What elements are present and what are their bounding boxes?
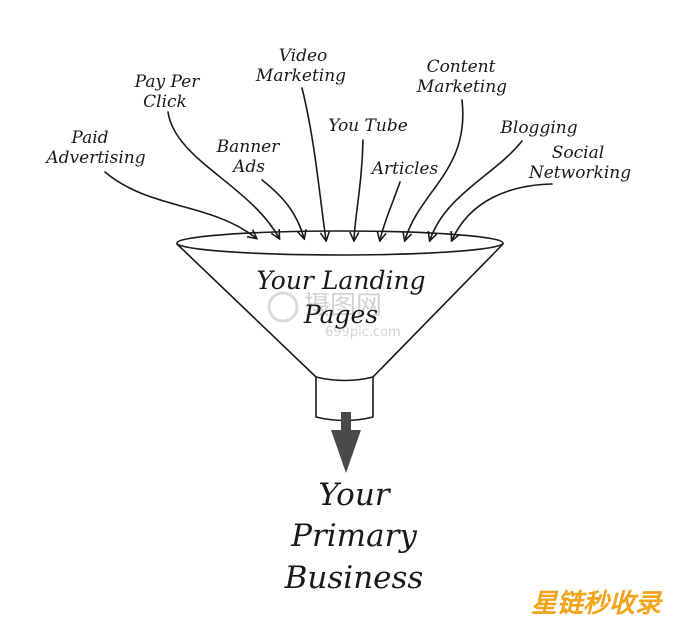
- watermark-subtext: 699pic.com: [325, 325, 401, 340]
- result-label-line1: Your: [318, 477, 391, 513]
- connector-arrow-content-marketing: [405, 99, 464, 240]
- result-label-line2: Primary: [290, 518, 417, 554]
- source-label-line: Click: [143, 92, 187, 112]
- funnel-body: [176, 243, 504, 378]
- source-label-paid-advertising: Paid Advertising: [44, 128, 145, 168]
- source-label-line: You Tube: [328, 116, 408, 136]
- source-label-line: Networking: [528, 163, 631, 183]
- result-label: Your Primary Business: [284, 477, 424, 596]
- source-label-line: Social: [552, 143, 604, 163]
- source-label-line: Content: [427, 57, 496, 77]
- corner-logo-text: 星链秒收录: [531, 589, 664, 619]
- source-label-line: Video: [279, 46, 328, 66]
- source-label-banner-ads: Banner Ads: [216, 137, 281, 177]
- source-label-line: Paid: [70, 128, 108, 148]
- connector-arrow-video-marketing: [301, 87, 326, 240]
- funnel-rim: [176, 230, 504, 256]
- connector-arrow-articles: [380, 181, 401, 240]
- source-label-you-tube: You Tube: [328, 116, 408, 136]
- connector-arrow-banner-ads: [261, 179, 304, 238]
- watermark: 摄图网 699pic.com: [267, 291, 401, 340]
- funnel-label: Your Landing Pages: [256, 266, 425, 329]
- source-label-line: Marketing: [255, 66, 346, 86]
- result-label-line3: Business: [284, 560, 424, 596]
- source-label-articles: Articles: [370, 159, 439, 179]
- source-label-line: Banner: [216, 137, 281, 157]
- source-label-line: Marketing: [416, 77, 507, 97]
- funnel-label-line1: Your Landing: [256, 266, 425, 295]
- source-label-content-marketing: Content Marketing: [416, 57, 507, 97]
- connector-arrow-you-tube: [354, 139, 364, 240]
- connector-arrow-pay-per-click: [167, 111, 279, 238]
- connector-arrow-blogging: [430, 140, 523, 240]
- source-label-video-marketing: Video Marketing: [255, 46, 346, 86]
- connector-arrows: [104, 87, 553, 240]
- funnel-label-line2: Pages: [303, 300, 378, 329]
- source-label-line: Advertising: [44, 148, 145, 168]
- corner-logo: 星链秒收录: [531, 589, 664, 619]
- connector-arrow-paid-advertising: [104, 171, 256, 238]
- source-label-line: Blogging: [499, 118, 577, 138]
- source-label-blogging: Blogging: [499, 118, 577, 138]
- down-arrow-icon: [331, 412, 361, 473]
- source-label-line: Articles: [370, 159, 439, 179]
- connector-arrow-social-networking: [452, 183, 553, 240]
- source-label-pay-per-click: Pay Per Click: [134, 72, 201, 112]
- source-label-line: Pay Per: [134, 72, 201, 92]
- funnel-neck-top: [315, 376, 374, 382]
- source-label-line: Ads: [231, 157, 265, 177]
- source-label-social-networking: Social Networking: [528, 143, 631, 183]
- watermark-logo-icon: [267, 291, 299, 323]
- watermark-text: 摄图网: [304, 291, 382, 321]
